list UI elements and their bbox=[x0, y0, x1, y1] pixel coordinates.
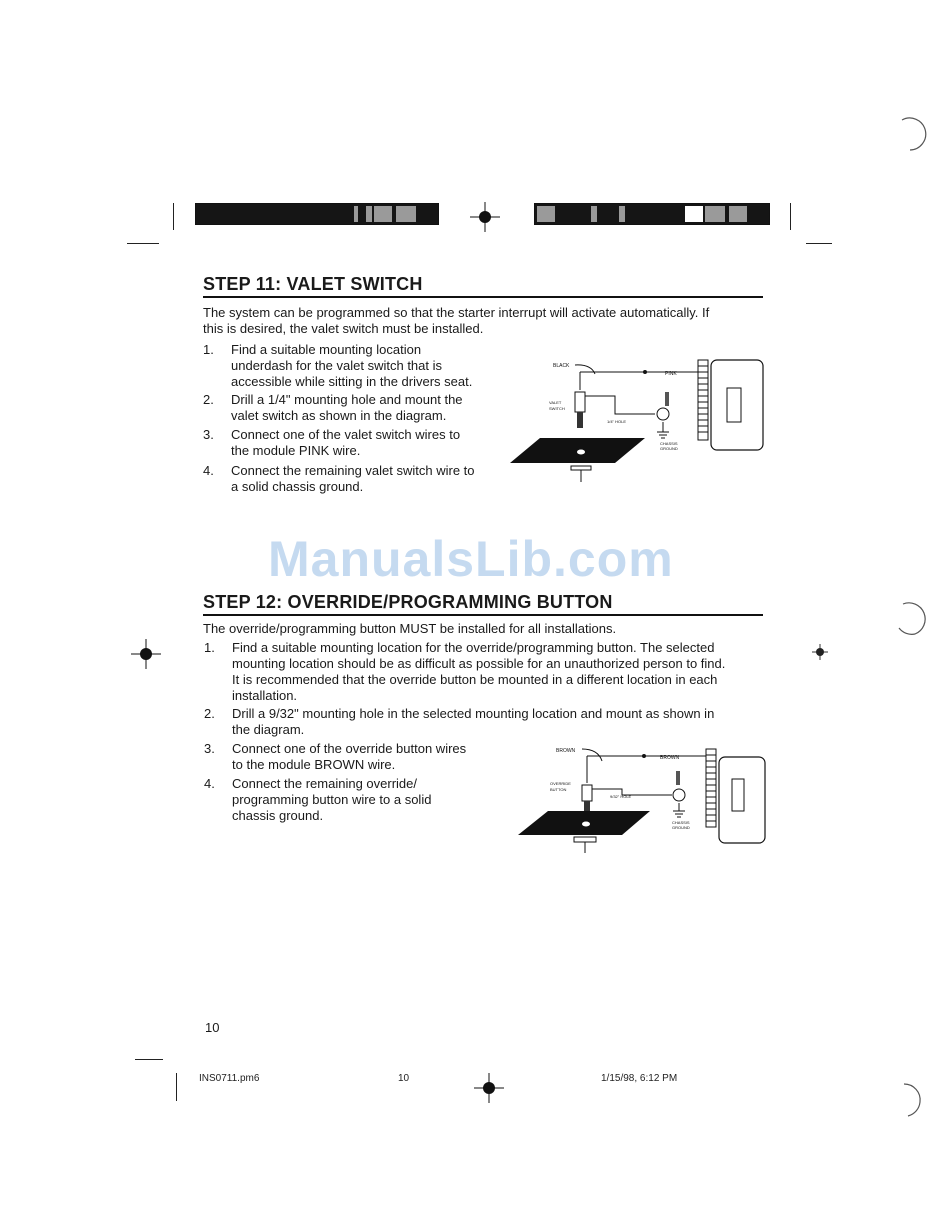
list-number: 1. bbox=[204, 640, 215, 655]
valet-switch-wiring-diagram: BLACK PINK VALET SWITCH 1/4" HOLE CHASSI… bbox=[510, 359, 764, 482]
connector-block-icon bbox=[697, 359, 709, 441]
list-line: Drill a 9/32" mounting hole in the selec… bbox=[232, 706, 715, 721]
punch-hole-arc bbox=[903, 1083, 921, 1117]
chassis-ground-label: GROUND bbox=[660, 446, 678, 451]
ring-terminal-icon bbox=[672, 788, 686, 802]
step12-title: STEP 12: OVERRIDE/PROGRAMMING BUTTON bbox=[203, 592, 763, 616]
list-line: accessible while sitting in the drivers … bbox=[231, 374, 473, 389]
registration-target-icon bbox=[131, 639, 161, 669]
pink-wire-label: PINK bbox=[665, 371, 677, 377]
page-number: 10 bbox=[205, 1020, 220, 1035]
list-line: Drill a 1/4" mounting hole and mount the bbox=[231, 392, 463, 407]
crop-mark-right-horizontal bbox=[806, 243, 832, 244]
connector-block-icon bbox=[705, 748, 717, 828]
footer-filename: INS0711.pm6 bbox=[199, 1073, 260, 1084]
crop-mark-left bbox=[173, 203, 174, 230]
list-line: Connect the remaining valet switch wire … bbox=[231, 463, 475, 478]
list-line: the diagram. bbox=[232, 722, 305, 737]
hole-label: 9/32" HOLE bbox=[610, 794, 632, 799]
list-line: Find a suitable mounting location for th… bbox=[232, 640, 715, 655]
list-line: a solid chassis ground. bbox=[231, 479, 364, 494]
registration-target-icon bbox=[474, 1073, 504, 1103]
list-line: It is recommended that the override butt… bbox=[232, 672, 718, 687]
override-button-label: OVERRIDE bbox=[550, 781, 571, 786]
list-line: Connect one of the valet switch wires to bbox=[231, 427, 461, 442]
list-line: Connect the remaining override/ bbox=[232, 776, 417, 791]
list-line: Find a suitable mounting location bbox=[231, 342, 422, 357]
footer-crop-mark bbox=[176, 1073, 177, 1101]
list-line: chassis ground. bbox=[232, 808, 324, 823]
valet-switch-label: SWITCH bbox=[549, 406, 565, 411]
list-number: 4. bbox=[203, 463, 214, 478]
list-number: 2. bbox=[203, 392, 214, 407]
list-number: 4. bbox=[204, 776, 215, 791]
footer-rule bbox=[135, 1059, 163, 1060]
registration-strip-right bbox=[534, 203, 770, 225]
registration-target-icon bbox=[470, 202, 500, 232]
step11-title: STEP 11: VALET SWITCH bbox=[203, 274, 763, 298]
list-number: 2. bbox=[204, 706, 215, 721]
list-line: the module PINK wire. bbox=[231, 443, 361, 458]
black-wire-label: BLACK bbox=[553, 363, 570, 369]
chassis-ground-label: CHASSIS bbox=[660, 441, 678, 446]
valet-switch-icon bbox=[574, 391, 586, 413]
registration-strip-left bbox=[195, 203, 439, 225]
step11-intro-line2: this is desired, the valet switch must b… bbox=[203, 321, 484, 336]
list-number: 3. bbox=[203, 427, 214, 442]
brown-wire-label-right: BROWN bbox=[660, 755, 680, 761]
ring-terminal-icon bbox=[656, 407, 670, 421]
chassis-ground-label: CHASSIS bbox=[672, 820, 690, 825]
list-number: 1. bbox=[203, 342, 214, 357]
list-line: underdash for the valet switch that is bbox=[231, 358, 443, 373]
punch-hole-arc bbox=[901, 117, 927, 151]
hole-label: 1/4" HOLE bbox=[607, 419, 626, 424]
list-line: installation. bbox=[232, 688, 298, 703]
list-line: valet switch as shown in the diagram. bbox=[231, 408, 447, 423]
override-button-icon bbox=[581, 784, 593, 802]
footer-datetime: 1/15/98, 6:12 PM bbox=[601, 1073, 678, 1084]
list-number: 3. bbox=[204, 741, 215, 756]
override-button-wiring-diagram: BROWN BROWN OVERRIDE BUTTON 9/32" HOLE C… bbox=[518, 748, 766, 853]
override-button-label: BUTTON bbox=[550, 787, 566, 792]
step11-intro-line1: The system can be programmed so that the… bbox=[203, 305, 710, 320]
step12-intro: The override/programming button MUST be … bbox=[203, 621, 617, 636]
watermark: ManualsLib.com bbox=[268, 531, 674, 587]
crop-mark-right bbox=[790, 203, 791, 230]
brown-wire-label: BROWN bbox=[556, 748, 576, 754]
punch-hole-arc bbox=[898, 602, 926, 635]
registration-target-icon bbox=[812, 644, 828, 660]
valet-switch-label: VALET bbox=[549, 400, 562, 405]
list-line: to the module BROWN wire. bbox=[232, 757, 396, 772]
list-line: mounting location should be as difficult… bbox=[232, 656, 726, 671]
crop-mark-left-horizontal bbox=[127, 243, 159, 244]
screw-icon bbox=[676, 771, 680, 785]
footer-page: 10 bbox=[398, 1073, 410, 1084]
list-line: programming button wire to a solid bbox=[232, 792, 432, 807]
chassis-ground-label: GROUND bbox=[672, 825, 690, 830]
screw-icon bbox=[665, 392, 669, 406]
list-line: Connect one of the override button wires bbox=[232, 741, 467, 756]
chassis-panel-icon bbox=[510, 438, 645, 463]
